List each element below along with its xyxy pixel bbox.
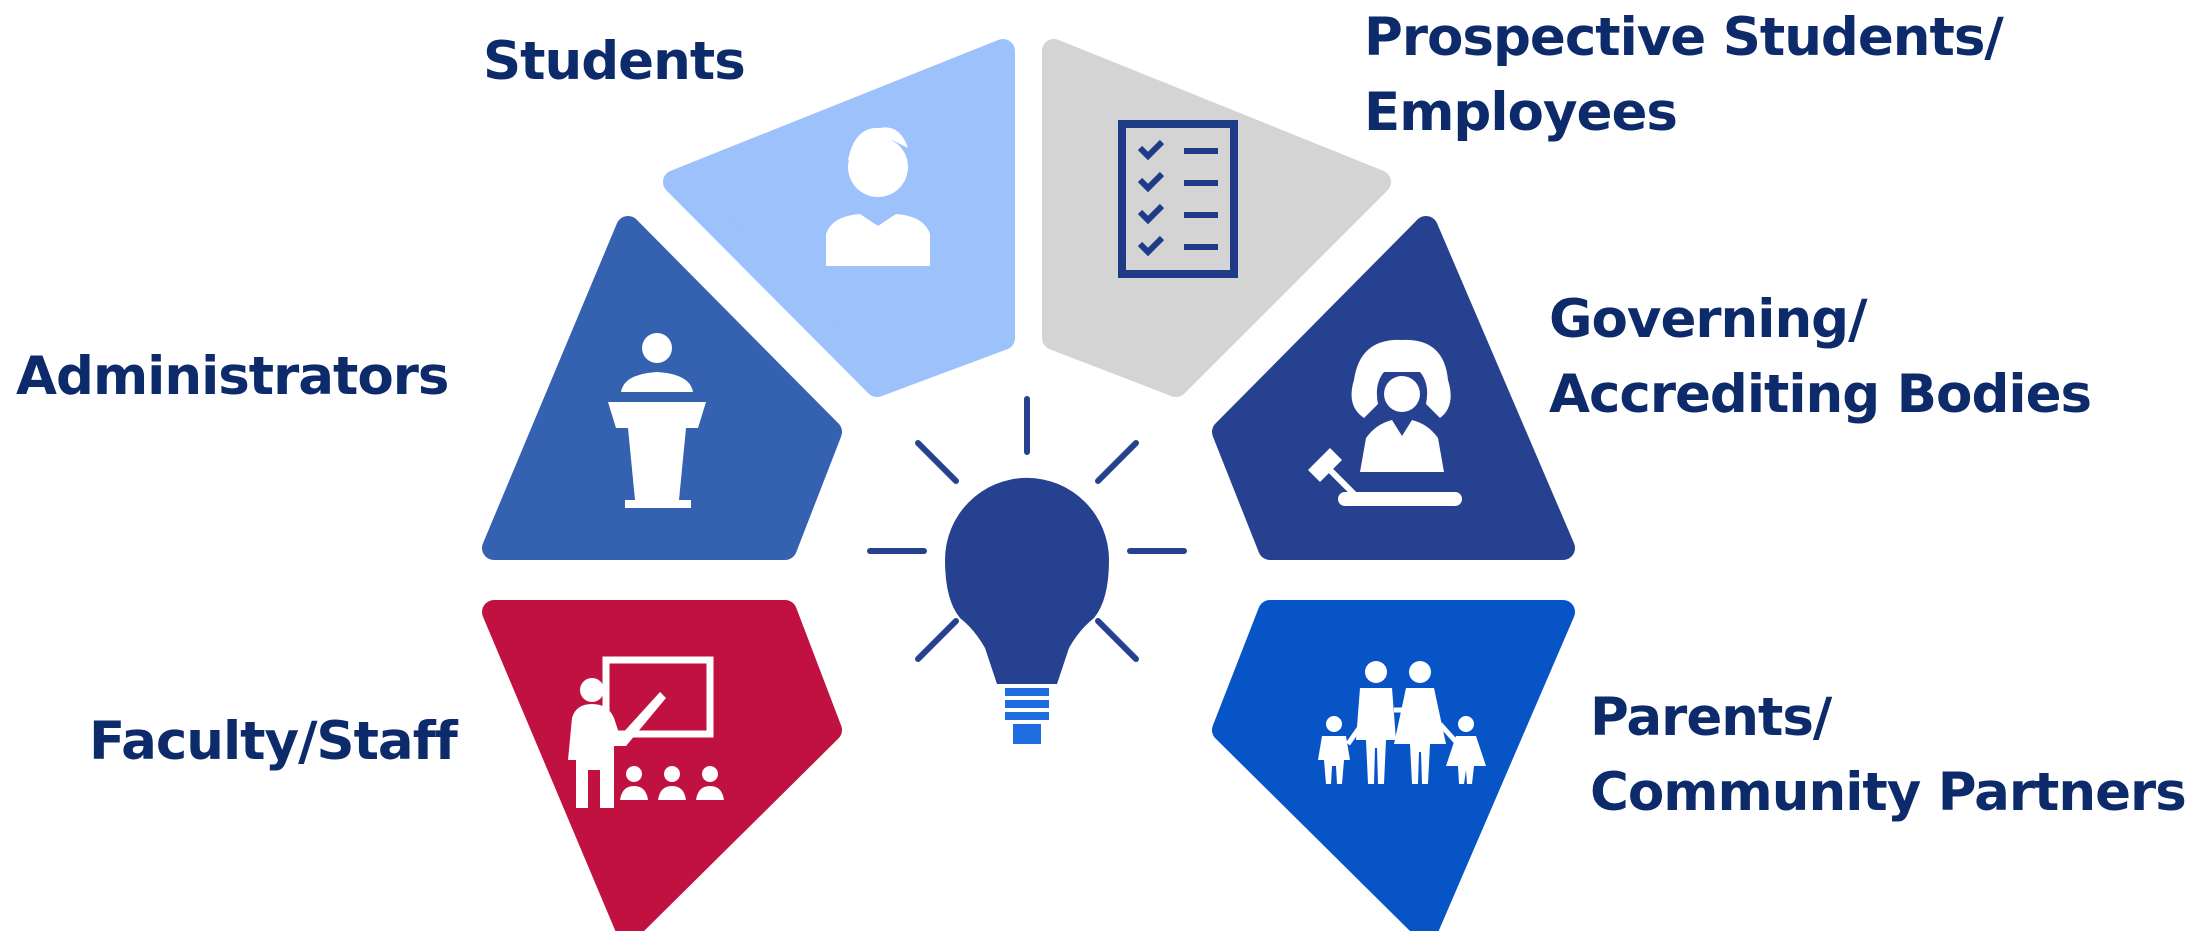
podium-icon: [608, 333, 706, 508]
lightbulb-icon: [867, 396, 1187, 744]
label-students: Students: [483, 24, 746, 99]
label-faculty-line-1: Faculty/Staff: [89, 711, 458, 772]
label-parents-line-1: Parents/: [1590, 687, 1832, 748]
segment-students: [663, 39, 1015, 397]
student-icon: [826, 127, 930, 266]
label-administrators-line-1: Administrators: [16, 346, 449, 407]
teacher-icon: [568, 656, 724, 808]
label-administrators: Administrators: [16, 339, 449, 414]
label-governing-line-2: Accrediting Bodies: [1549, 364, 2092, 425]
label-parents-line-2: Community Partners: [1590, 762, 2187, 823]
label-parents: Parents/ Community Partners: [1590, 680, 2187, 830]
label-governing: Governing/ Accrediting Bodies: [1549, 282, 2092, 432]
family-icon: [1318, 661, 1486, 784]
label-prospective-line-2: Employees: [1364, 82, 1678, 143]
label-prospective-line-1: Prospective Students/: [1364, 7, 2004, 68]
checklist-icon: [1118, 120, 1238, 278]
segment-parents: [1212, 600, 1575, 931]
label-students-line-1: Students: [483, 31, 746, 92]
label-prospective: Prospective Students/ Employees: [1364, 0, 2004, 150]
segment-faculty: [482, 600, 842, 931]
label-governing-line-1: Governing/: [1549, 289, 1867, 350]
label-faculty: Faculty/Staff: [89, 704, 458, 779]
judge-icon: [1308, 339, 1462, 506]
